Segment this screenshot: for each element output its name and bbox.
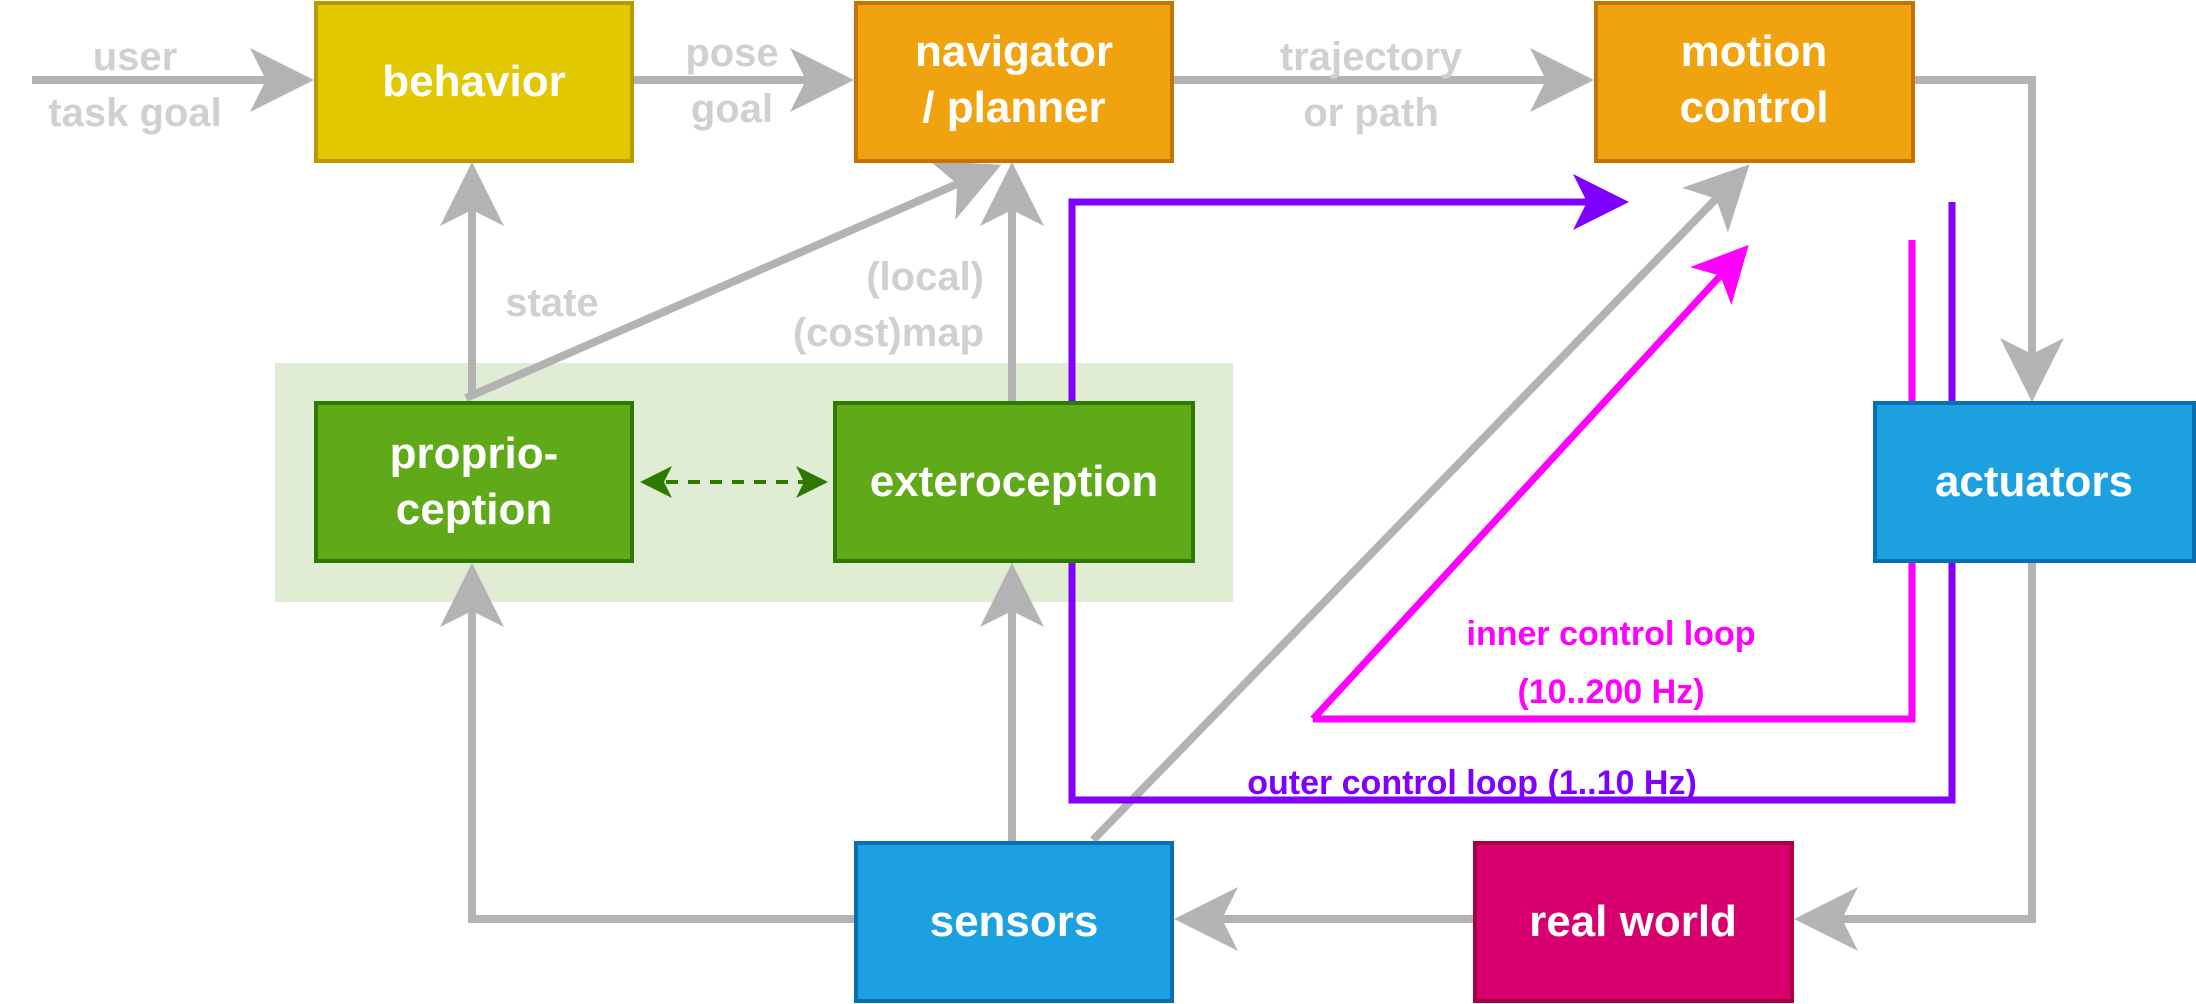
- motion-control-label-line2: control: [1679, 83, 1828, 132]
- task-goal-label: task goal: [48, 91, 221, 135]
- inner-loop-arrow: [1310, 244, 1749, 722]
- sensors-box: sensors: [854, 841, 1174, 1003]
- inner-loop-label: inner control loop: [1467, 615, 1756, 653]
- proprioception-label-line1: proprio-: [390, 429, 559, 478]
- edge-sensors-to-proprioception: [440, 563, 854, 923]
- edge-motion-to-actuators: [1915, 76, 2064, 402]
- actuators-box: actuators: [1873, 401, 2196, 563]
- real-world-box: real world: [1473, 841, 1794, 1003]
- pose-label: pose: [685, 31, 778, 75]
- real-world-label: real world: [1529, 897, 1737, 946]
- proprioception-label-line2: ception: [396, 485, 552, 534]
- motion-control-box: motion control: [1594, 1, 1915, 163]
- navigator-planner-box: navigator / planner: [854, 1, 1174, 163]
- exteroception-box: exteroception: [833, 401, 1195, 563]
- behavior-label: behavior: [382, 57, 565, 106]
- inner-loop-rate-label: (10..200 Hz): [1517, 673, 1704, 711]
- edge-proprioception-to-navigator: [464, 161, 1002, 402]
- outer-loop-label: outer control loop (1..10 Hz): [1247, 764, 1697, 802]
- user-label: user: [93, 35, 178, 79]
- edge-sensors-to-motion: [1090, 164, 1750, 843]
- inner-loop-path: [1313, 240, 1916, 723]
- behavior-box: behavior: [314, 1, 634, 163]
- goal-label: goal: [691, 87, 773, 131]
- local-label: (local): [866, 255, 984, 299]
- proprioception-box: proprio- ception: [314, 401, 634, 563]
- navigator-label-line2: / planner: [922, 83, 1105, 132]
- trajectory-label: trajectory: [1280, 35, 1463, 79]
- costmap-label: (cost)map: [793, 311, 984, 355]
- sensors-label: sensors: [930, 897, 1099, 946]
- edge-actuators-to-real-world: [1794, 563, 2036, 951]
- outer-loop-arrow: [1068, 174, 1629, 402]
- or-path-label: or path: [1303, 91, 1439, 135]
- state-label: state: [505, 281, 598, 325]
- actuators-label: actuators: [1935, 457, 2133, 506]
- motion-control-label-line1: motion: [1681, 27, 1828, 76]
- exteroception-label: exteroception: [870, 457, 1159, 506]
- navigator-label-line1: navigator: [915, 27, 1113, 76]
